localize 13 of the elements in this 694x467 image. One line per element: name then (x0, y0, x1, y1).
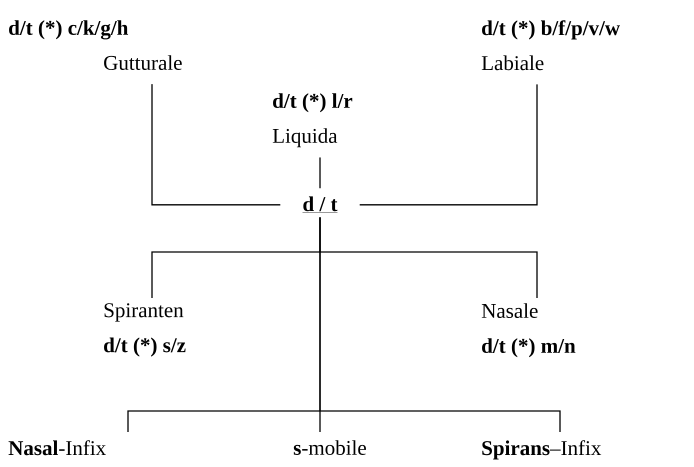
term-label: Nasale d/t (*) m/n (482, 303, 576, 358)
term-label: s-mobile (294, 440, 366, 455)
term-label: Spirans–Infix (482, 440, 602, 460)
connector-line (151, 84, 280, 206)
connector-line (319, 217, 561, 432)
connector-line (360, 84, 538, 206)
term-label: d/t (*) l/r Liquida (272, 93, 352, 148)
connector-line (319, 157, 321, 188)
term-label: d/t (*) b/f/p/v/w Labiale (482, 20, 620, 70)
term-label: Nasal-Infix (8, 440, 106, 456)
term-label: d/t (*) c/k/g/h Gutturale (9, 20, 182, 70)
term-label: Spiranten d/t (*) s/z (104, 303, 186, 357)
root-label: d / t (302, 196, 338, 213)
